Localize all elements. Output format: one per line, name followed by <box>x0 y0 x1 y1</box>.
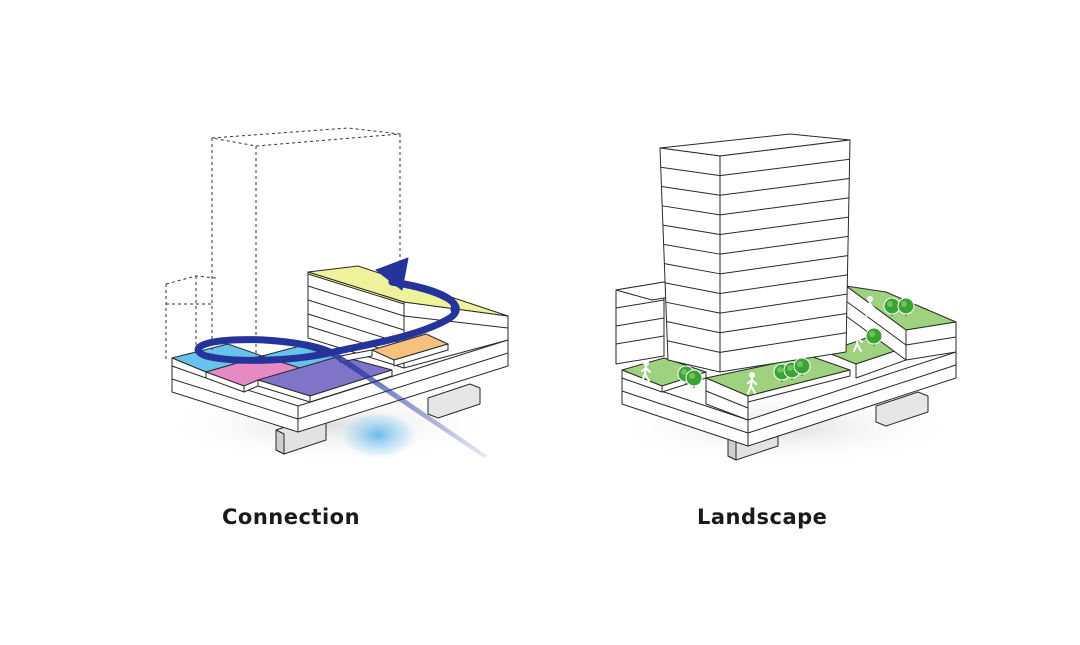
tree-icon <box>897 297 915 316</box>
floor-line <box>666 312 847 334</box>
podium-base <box>621 351 957 447</box>
tree-icon <box>685 369 703 388</box>
tower <box>659 133 851 373</box>
floor-line <box>663 235 849 255</box>
tree-icon <box>865 327 883 346</box>
landscape-diagram <box>610 133 960 466</box>
flow-arrow-head <box>375 257 409 291</box>
caption-connection: Connection <box>222 505 361 529</box>
floor-line <box>662 197 849 216</box>
floor-line <box>660 158 850 177</box>
floor-line <box>667 332 847 353</box>
program-tiles <box>171 343 393 403</box>
floor-line <box>664 255 848 275</box>
connection-diagram <box>160 127 509 466</box>
pedestrian-icon <box>747 372 757 394</box>
connection-glow <box>336 414 420 466</box>
light-ray <box>330 352 488 458</box>
caption-landscape: Landscape <box>697 505 828 529</box>
floor-line <box>662 216 849 236</box>
pedestrian-icon <box>853 330 863 352</box>
floor-line <box>664 274 848 294</box>
pedestrian-icon <box>865 296 875 318</box>
trees <box>677 297 915 388</box>
ghost-tower-outline <box>165 127 401 360</box>
tower-floor-lines <box>660 158 850 353</box>
floor-line <box>661 178 850 196</box>
pedestrians <box>641 296 875 394</box>
podium-base <box>171 339 509 433</box>
floor-line <box>665 293 848 314</box>
pedestrian-icon <box>641 360 651 382</box>
tree-icon <box>793 357 811 376</box>
